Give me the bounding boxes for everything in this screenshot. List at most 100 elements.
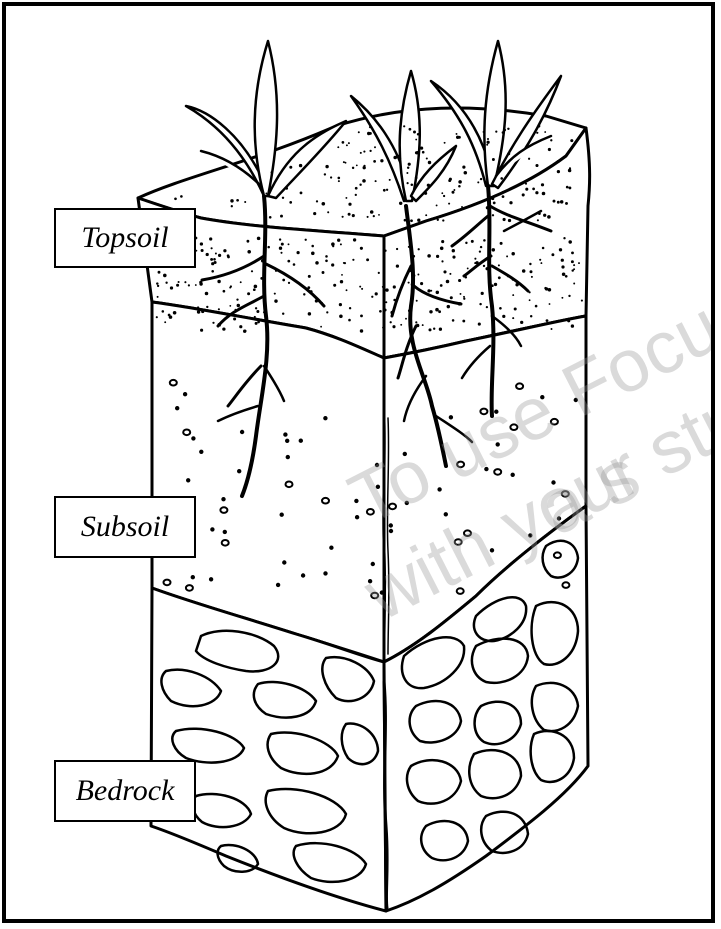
soil-speckle xyxy=(568,295,570,297)
soil-speckle xyxy=(213,258,216,261)
subsoil-pebble xyxy=(541,396,543,398)
soil-speckle xyxy=(507,152,510,155)
soil-speckle xyxy=(412,274,415,277)
soil-speckle xyxy=(514,307,517,310)
soil-speckle xyxy=(162,310,165,313)
soil-speckle xyxy=(218,254,221,257)
soil-speckle xyxy=(441,192,443,194)
soil-speckle xyxy=(549,303,551,305)
soil-speckle xyxy=(437,219,439,221)
soil-speckle xyxy=(384,250,386,252)
soil-speckle xyxy=(460,293,462,295)
soil-speckle xyxy=(280,215,283,218)
soil-speckle xyxy=(567,320,570,323)
soil-speckle xyxy=(568,186,571,189)
soil-speckle xyxy=(300,192,303,195)
subsoil-pebble xyxy=(286,440,288,442)
soil-speckle xyxy=(491,197,494,200)
soil-speckle xyxy=(500,165,503,168)
soil-speckle xyxy=(380,159,383,162)
bedrock-label-text: Bedrock xyxy=(76,774,175,808)
soil-speckle xyxy=(254,285,258,289)
soil-speckle xyxy=(382,327,384,329)
soil-speckle xyxy=(502,191,505,194)
soil-speckle xyxy=(308,275,311,278)
soil-speckle xyxy=(236,298,238,300)
soil-speckle xyxy=(361,288,363,290)
soil-speckle xyxy=(282,279,285,282)
soil-speckle xyxy=(257,237,261,241)
soil-speckle xyxy=(581,300,583,302)
soil-speckle xyxy=(441,260,443,262)
subsoil-pebble xyxy=(287,456,289,458)
soil-speckle xyxy=(289,166,292,169)
soil-speckle xyxy=(405,318,407,320)
soil-speckle xyxy=(215,253,217,255)
soil-speckle xyxy=(375,180,377,182)
soil-speckle xyxy=(227,254,230,257)
soil-speckle xyxy=(462,166,465,169)
soil-speckle xyxy=(477,181,479,183)
soil-speckle xyxy=(315,299,318,302)
soil-speckle xyxy=(452,191,455,194)
soil-speckle xyxy=(382,286,384,288)
soil-speckle xyxy=(358,131,360,133)
subsoil-pebble xyxy=(302,574,304,576)
soil-speckle xyxy=(247,250,251,254)
soil-speckle xyxy=(453,189,455,191)
soil-speckle xyxy=(562,273,566,277)
soil-speckle xyxy=(573,283,575,285)
soil-speckle xyxy=(426,157,428,159)
soil-speckle xyxy=(443,270,446,273)
soil-speckle xyxy=(557,170,560,173)
subsoil-pebble xyxy=(283,561,285,563)
soil-speckle xyxy=(157,285,159,287)
soil-speckle xyxy=(547,215,551,219)
soil-speckle xyxy=(500,177,503,180)
soil-speckle xyxy=(480,178,482,180)
soil-speckle xyxy=(369,126,371,128)
subsoil-pebble xyxy=(324,572,326,574)
soil-speckle xyxy=(264,246,266,248)
soil-speckle xyxy=(508,219,511,222)
soil-speckle xyxy=(565,275,568,278)
soil-speckle xyxy=(188,284,190,286)
soil-speckle xyxy=(531,276,533,278)
soil-speckle xyxy=(465,276,468,279)
soil-speckle xyxy=(542,247,545,250)
soil-speckle xyxy=(164,321,166,323)
soil-speckle xyxy=(425,214,427,216)
soil-speckle xyxy=(173,311,177,315)
soil-speckle xyxy=(571,324,574,327)
soil-speckle xyxy=(452,256,455,259)
soil-speckle xyxy=(322,202,326,206)
soil-speckle xyxy=(326,311,328,313)
subsoil-pebble xyxy=(497,443,499,445)
soil-speckle xyxy=(324,173,326,175)
soil-speckle xyxy=(409,128,412,131)
soil-speckle xyxy=(373,215,375,217)
soil-speckle xyxy=(337,239,340,242)
soil-speckle xyxy=(483,265,485,267)
soil-speckle xyxy=(537,125,540,128)
soil-speckle xyxy=(406,172,408,174)
soil-speckle xyxy=(370,210,374,214)
soil-speckle xyxy=(348,213,351,216)
soil-speckle xyxy=(481,292,484,295)
soil-speckle xyxy=(458,279,461,282)
soil-speckle xyxy=(200,329,203,332)
soil-speckle xyxy=(233,317,236,320)
soil-speckle xyxy=(545,287,548,290)
soil-speckle xyxy=(543,214,546,217)
subsoil-pebble xyxy=(222,498,224,500)
soil-speckle xyxy=(352,167,354,169)
subsoil-pebble xyxy=(450,416,452,418)
subsoil-pebble xyxy=(406,502,408,504)
soil-speckle xyxy=(537,219,539,221)
soil-speckle xyxy=(500,242,503,245)
subsoil-pebble xyxy=(390,530,392,532)
soil-speckle xyxy=(293,263,296,266)
subsoil-pebble xyxy=(552,481,554,483)
soil-speckle xyxy=(157,296,159,298)
